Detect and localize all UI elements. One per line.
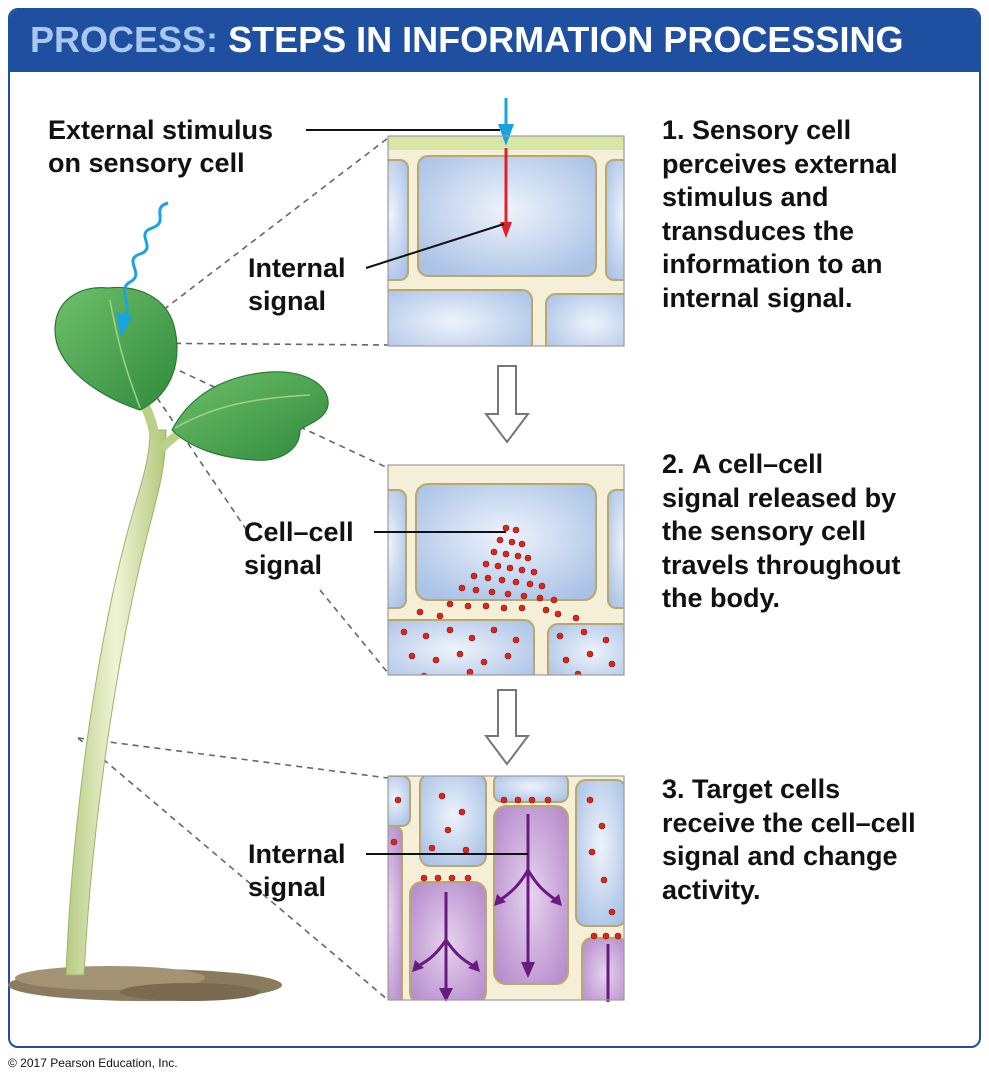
label-line: Cell–cell xyxy=(244,517,354,547)
step-line: receive the cell–cell xyxy=(662,807,916,838)
cell-cell-signal-label: Cell–cell signal xyxy=(244,516,354,582)
label-line: signal xyxy=(248,286,327,316)
step-line: the body. xyxy=(662,583,780,613)
title-banner: PROCESS: STEPS IN INFORMATION PROCESSING xyxy=(10,10,979,72)
label-line: signal xyxy=(248,872,327,902)
step-2-description: 2. A cell–cell signal released by the se… xyxy=(662,448,901,616)
target-response-arrow-icon xyxy=(417,814,610,1002)
step-heading: 3. Target cells xyxy=(662,773,916,807)
copyright-notice: © 2017 Pearson Education, Inc. xyxy=(8,1056,178,1070)
process-flow-arrow-icon xyxy=(484,365,530,444)
process-flow-arrow-icon xyxy=(484,689,530,766)
banner-keyword: PROCESS: xyxy=(30,19,219,60)
internal-signal-label: Internal signal xyxy=(248,252,346,318)
step-heading: 2. A cell–cell xyxy=(662,448,901,482)
stimulus-wavy-arrow-icon xyxy=(116,201,169,338)
step-title: Sensory cell xyxy=(692,115,852,145)
stimulus-straight-arrow-icon xyxy=(498,98,514,146)
label-line: Internal xyxy=(248,839,346,869)
step-1-description: 1. Sensory cell perceives external stimu… xyxy=(662,114,898,315)
step-title: Target cells xyxy=(692,774,841,804)
banner-title: PROCESS: STEPS IN INFORMATION PROCESSING xyxy=(30,19,903,61)
step-line: the sensory cell xyxy=(662,516,867,546)
banner-title-text: STEPS IN INFORMATION PROCESSING xyxy=(228,19,904,60)
soil xyxy=(8,966,282,1001)
step-title: A cell–cell xyxy=(692,449,824,479)
step-line: activity. xyxy=(662,874,761,905)
step-number: 1. xyxy=(662,115,685,145)
label-leaders xyxy=(306,129,528,855)
step-heading: 1. Sensory cell xyxy=(662,114,898,148)
step-line: transduces the xyxy=(662,215,855,246)
step-number: 2. xyxy=(662,449,685,479)
label-line: on sensory cell xyxy=(48,148,245,178)
step-line: internal signal. xyxy=(662,282,853,313)
target-internal-signal-label: Internal signal xyxy=(248,838,346,904)
label-line: signal xyxy=(244,550,323,580)
step-line-rest: released by xyxy=(740,482,897,513)
step-3-description: 3. Target cells receive the cell–cell si… xyxy=(662,773,916,907)
step-line: signal released by xyxy=(662,482,901,516)
step-line: information to an xyxy=(662,249,883,279)
step-line: perceives external xyxy=(662,148,898,179)
external-stimulus-label: External stimulus on sensory cell xyxy=(48,114,273,180)
step-number: 3. xyxy=(662,774,685,804)
target-cells-panel xyxy=(388,776,624,1000)
step-line: stimulus and xyxy=(662,182,829,212)
cell-cell-signal-panel xyxy=(388,465,624,675)
label-line: Internal xyxy=(248,253,346,283)
plant-leaves xyxy=(54,286,329,461)
plant-stem xyxy=(65,429,167,976)
step-line: signal and change xyxy=(662,841,898,871)
label-line: External stimulus xyxy=(48,115,274,145)
step-line: travels throughout xyxy=(662,549,901,580)
step-title: signal xyxy=(662,482,741,513)
